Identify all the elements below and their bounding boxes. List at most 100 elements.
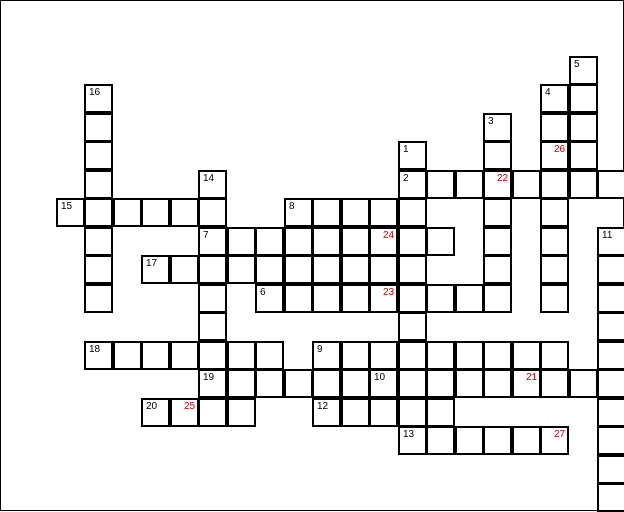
crossword-cell[interactable] [341,227,370,256]
crossword-cell[interactable]: 25 [170,398,199,427]
crossword-cell[interactable] [540,227,569,256]
crossword-cell[interactable]: 17 [141,255,170,284]
crossword-cell[interactable] [84,141,113,170]
crossword-cell[interactable]: 9 [312,341,341,370]
crossword-cell[interactable] [198,284,227,313]
crossword-cell[interactable] [398,227,427,256]
crossword-cell[interactable]: 5 [569,56,598,85]
crossword-cell[interactable] [198,398,227,427]
crossword-cell[interactable] [84,113,113,142]
crossword-cell[interactable] [483,426,512,455]
crossword-cell[interactable] [455,284,484,313]
crossword-cell[interactable] [284,369,313,398]
crossword-cell[interactable] [369,341,398,370]
crossword-cell[interactable] [369,255,398,284]
crossword-cell[interactable]: 21 [512,369,541,398]
crossword-cell[interactable] [483,341,512,370]
crossword-cell[interactable]: 24 [369,227,398,256]
crossword-cell[interactable] [255,369,284,398]
crossword-cell[interactable]: 7 [198,227,227,256]
crossword-cell[interactable] [227,341,256,370]
crossword-cell[interactable]: 19 [198,369,227,398]
crossword-cell[interactable]: 6 [255,284,284,313]
crossword-cell[interactable] [84,170,113,199]
crossword-cell[interactable] [483,198,512,227]
crossword-cell[interactable] [198,255,227,284]
crossword-cell[interactable] [597,398,624,427]
crossword-cell[interactable] [198,198,227,227]
crossword-cell[interactable] [597,369,624,398]
crossword-cell[interactable] [312,284,341,313]
crossword-cell[interactable] [255,227,284,256]
crossword-cell[interactable] [455,426,484,455]
crossword-cell[interactable] [398,284,427,313]
crossword-cell[interactable] [113,198,142,227]
crossword-cell[interactable] [483,255,512,284]
crossword-cell[interactable] [569,141,598,170]
crossword-cell[interactable] [569,170,598,199]
crossword-cell[interactable] [84,227,113,256]
crossword-cell[interactable] [284,227,313,256]
crossword-cell[interactable] [255,255,284,284]
crossword-cell[interactable]: 23 [369,284,398,313]
crossword-cell[interactable]: 3 [483,113,512,142]
crossword-cell[interactable] [312,369,341,398]
crossword-cell[interactable]: 26 [540,141,569,170]
crossword-cell[interactable] [597,284,624,313]
crossword-cell[interactable] [141,198,170,227]
crossword-cell[interactable] [341,398,370,427]
crossword-cell[interactable] [455,170,484,199]
crossword-cell[interactable] [540,284,569,313]
crossword-cell[interactable] [341,255,370,284]
crossword-cell[interactable] [227,227,256,256]
crossword-cell[interactable] [312,198,341,227]
crossword-cell[interactable] [170,341,199,370]
crossword-cell[interactable] [84,198,113,227]
crossword-cell[interactable]: 8 [284,198,313,227]
crossword-cell[interactable] [198,312,227,341]
crossword-cell[interactable] [597,341,624,370]
crossword-cell[interactable] [398,369,427,398]
crossword-cell[interactable] [113,341,142,370]
crossword-cell[interactable] [227,398,256,427]
crossword-cell[interactable] [398,255,427,284]
crossword-cell[interactable]: 15 [56,198,85,227]
crossword-cell[interactable] [398,398,427,427]
crossword-cell[interactable]: 4 [540,84,569,113]
crossword-cell[interactable] [597,426,624,455]
crossword-cell[interactable] [312,255,341,284]
crossword-cell[interactable]: 10 [369,369,398,398]
crossword-cell[interactable] [540,341,569,370]
crossword-cell[interactable] [483,284,512,313]
crossword-cell[interactable] [341,284,370,313]
crossword-cell[interactable] [227,255,256,284]
crossword-cell[interactable] [426,170,455,199]
crossword-cell[interactable] [455,341,484,370]
crossword-cell[interactable]: 18 [84,341,113,370]
crossword-cell[interactable] [597,455,624,484]
crossword-cell[interactable] [597,312,624,341]
crossword-cell[interactable]: 27 [540,426,569,455]
crossword-cell[interactable]: 14 [198,170,227,199]
crossword-cell[interactable] [597,170,624,199]
crossword-cell[interactable] [369,398,398,427]
crossword-cell[interactable]: 1 [398,141,427,170]
crossword-cell[interactable] [141,341,170,370]
crossword-cell[interactable]: 16 [84,84,113,113]
crossword-cell[interactable] [227,369,256,398]
crossword-cell[interactable] [512,426,541,455]
crossword-cell[interactable]: 13 [398,426,427,455]
crossword-cell[interactable] [369,198,398,227]
crossword-cell[interactable] [540,198,569,227]
crossword-cell[interactable] [426,426,455,455]
crossword-cell[interactable] [483,369,512,398]
crossword-cell[interactable]: 11 [597,227,624,256]
crossword-cell[interactable] [426,369,455,398]
crossword-cell[interactable] [341,369,370,398]
crossword-cell[interactable] [341,198,370,227]
crossword-cell[interactable] [540,113,569,142]
crossword-cell[interactable] [597,483,624,512]
crossword-cell[interactable] [170,255,199,284]
crossword-cell[interactable] [170,198,199,227]
crossword-cell[interactable] [426,398,455,427]
